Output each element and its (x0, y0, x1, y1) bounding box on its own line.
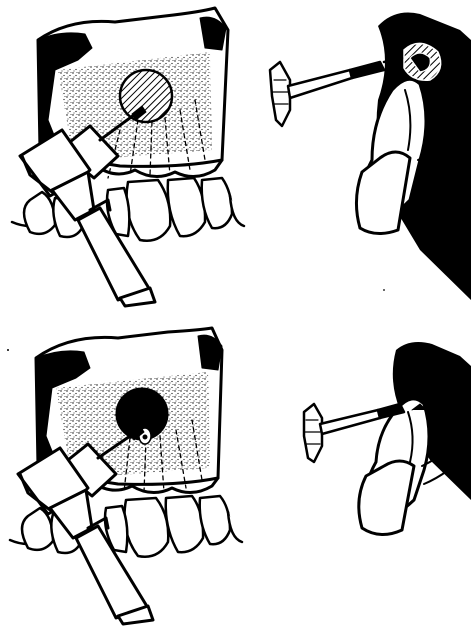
bottom-lateral-view (304, 342, 471, 535)
hatched-target-circle (120, 70, 172, 122)
top-lateral-view (270, 13, 471, 301)
top-frontal-view (12, 8, 244, 306)
scan-speck (7, 349, 9, 351)
bottom-frontal-view (10, 328, 242, 624)
scan-speck (383, 289, 385, 291)
